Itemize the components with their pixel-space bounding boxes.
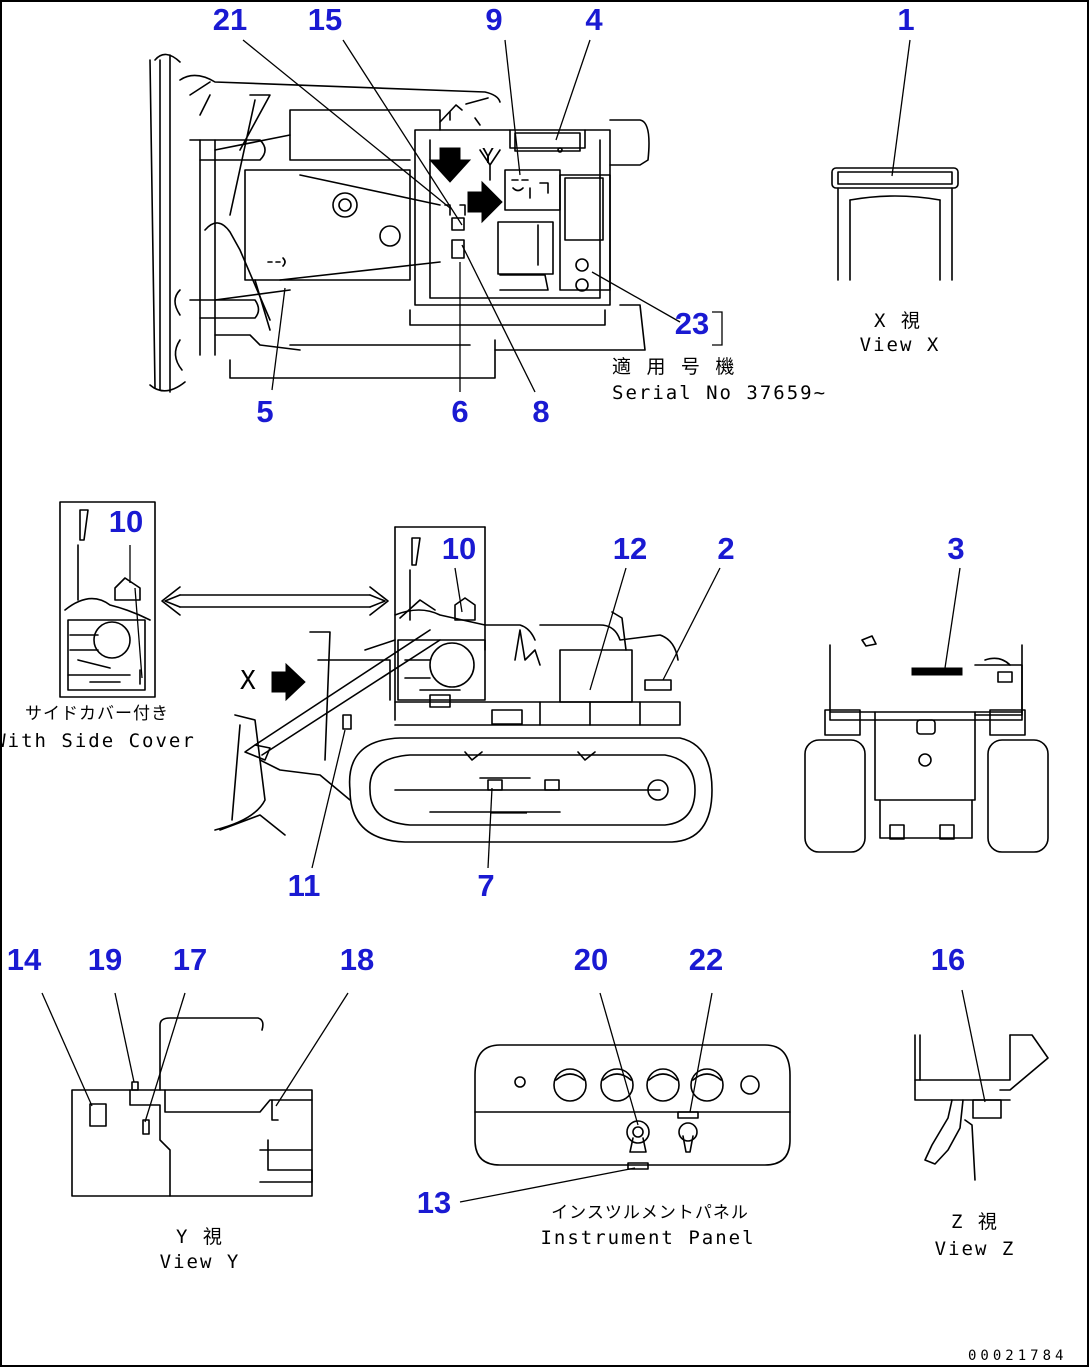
- callout-5: 5: [256, 394, 274, 429]
- double-arrow-icon: [161, 586, 389, 616]
- view-z-drawing: [914, 989, 1049, 1181]
- callout-8: 8: [532, 394, 550, 429]
- x-view-marker: X: [240, 666, 258, 696]
- callout-12: 12: [612, 531, 648, 566]
- arrow-right-icon: [467, 180, 503, 224]
- view-y-drawing: [41, 992, 349, 1197]
- side-view-machine: [214, 526, 713, 843]
- drawing-code: 00021784: [968, 1348, 1068, 1364]
- top-view-machine: [149, 53, 650, 393]
- callout-15: 15: [307, 2, 343, 37]
- serial-caption-jp: 適 用 号 機: [612, 356, 737, 378]
- side-cover-caption-en: With Side Cover: [0, 730, 196, 752]
- side-leaders: [311, 567, 721, 869]
- callout-7: 7: [477, 868, 495, 903]
- callout-19: 19: [87, 942, 123, 977]
- callout-11: 11: [287, 868, 321, 903]
- view-y-caption-en: View Y: [159, 1251, 241, 1273]
- callout-3: 3: [947, 531, 965, 566]
- view-x-caption-jp: X 視: [874, 310, 922, 332]
- callout-18: 18: [339, 942, 375, 977]
- rear-view-machine: [804, 567, 1049, 853]
- callout-6: 6: [451, 394, 469, 429]
- callout-2: 2: [717, 531, 735, 566]
- top-leaders: [242, 39, 723, 393]
- callout-16: 16: [930, 942, 966, 977]
- panel-caption-en: Instrument Panel: [540, 1227, 756, 1249]
- callout-1: 1: [897, 2, 915, 37]
- arrow-down-icon: [428, 147, 472, 183]
- side-cover-caption-jp: サイドカバー付き: [25, 704, 169, 724]
- callout-4: 4: [585, 2, 603, 37]
- side-cover-inset: [59, 501, 156, 698]
- callout-20: 20: [573, 942, 609, 977]
- callout-21: 21: [212, 2, 248, 37]
- serial-caption-en: Serial No 37659~: [612, 382, 828, 404]
- callout-13: 13: [416, 1185, 452, 1220]
- panel-caption-jp: インスツルメントパネル: [551, 1203, 749, 1223]
- y-view-marker: Y: [482, 144, 497, 168]
- view-x-caption-en: View X: [859, 334, 941, 356]
- view-z-caption-jp: Z 視: [951, 1211, 999, 1233]
- callout-10-side: 10: [441, 531, 477, 566]
- logo-plate: [911, 667, 963, 676]
- view-z-caption-en: View Z: [934, 1238, 1016, 1260]
- instrument-panel-drawing: [459, 992, 791, 1203]
- callout-23: 23: [674, 306, 710, 341]
- callout-17: 17: [172, 942, 208, 977]
- callout-10-inset: 10: [108, 504, 144, 539]
- view-y-caption-jp: Y 視: [176, 1226, 224, 1248]
- view-x-drawing: [831, 39, 959, 281]
- arrow-right-icon: [271, 662, 306, 702]
- callout-22: 22: [688, 942, 724, 977]
- callout-9: 9: [485, 2, 503, 37]
- callout-14: 14: [6, 942, 42, 977]
